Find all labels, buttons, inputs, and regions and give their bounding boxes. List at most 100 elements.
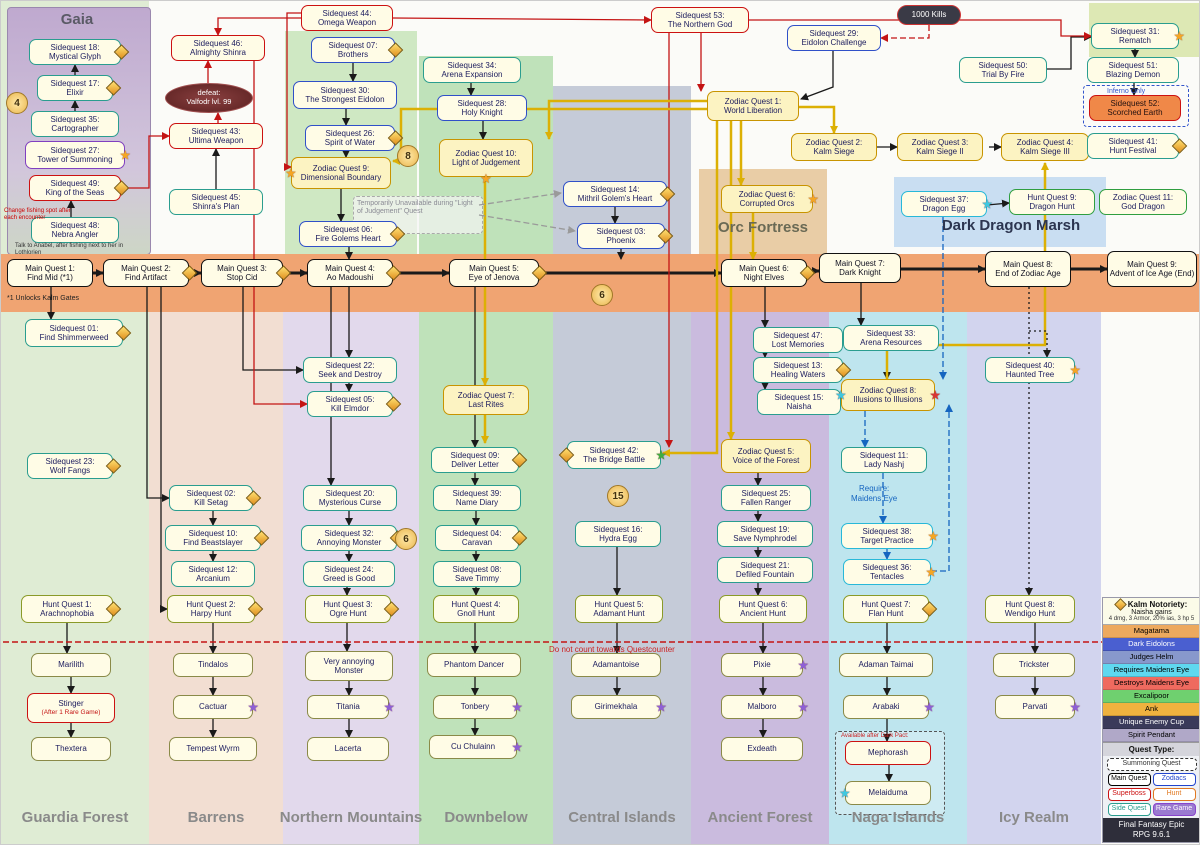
sidequest-37[interactable]: Sidequest 37:Dragon Egg★	[901, 191, 993, 217]
sidequest-16[interactable]: Sidequest 16:Hydra Egg	[575, 521, 661, 547]
sidequest-05[interactable]: Sidequest 05:Kill Elmdor	[307, 391, 402, 417]
monster-phantom-dancer[interactable]: Phantom Dancer	[427, 653, 521, 677]
monster-mephorash[interactable]: Mephorash	[845, 741, 931, 765]
sidequest-53[interactable]: Sidequest 53:The Northern God	[651, 7, 749, 33]
sidequest-46[interactable]: Sidequest 46:Almighty Shinra	[171, 35, 265, 61]
hunt-quest-9[interactable]: Hunt Quest 9:Dragon Hunt	[1009, 189, 1095, 215]
sidequest-04[interactable]: Sidequest 04:Caravan	[435, 525, 528, 551]
zodiac-quest-3[interactable]: Zodiac Quest 3:Kalm Siege II	[897, 133, 983, 161]
zodiac-quest-11[interactable]: Zodiac Quest 11:God Dragon	[1099, 189, 1187, 215]
sidequest-20[interactable]: Sidequest 20:Mysterious Curse	[303, 485, 397, 511]
monster-thextera[interactable]: Thextera	[31, 737, 111, 761]
sidequest-33[interactable]: Sidequest 33:Arena Resources	[843, 325, 939, 351]
monster-exdeath[interactable]: Exdeath	[721, 737, 803, 761]
zodiac-quest-9[interactable]: Zodiac Quest 9:Dimensional Boundary★	[285, 157, 391, 189]
monster-melaiduma[interactable]: Melaiduma★	[839, 781, 931, 805]
main-quest-9[interactable]: Main Quest 9:Advent of Ice Age (End)	[1107, 251, 1197, 287]
sidequest-44[interactable]: Sidequest 44:Omega Weapon	[301, 5, 393, 31]
hunt-quest-8[interactable]: Hunt Quest 8:Wendigo Hunt	[985, 595, 1075, 623]
sidequest-27[interactable]: Sidequest 27:Tower of Summoning★	[25, 141, 131, 169]
monster-parvati[interactable]: Parvati★	[995, 695, 1081, 719]
zodiac-quest-7[interactable]: Zodiac Quest 7:Last Rites	[443, 385, 529, 415]
zodiac-quest-2[interactable]: Zodiac Quest 2:Kalm Siege	[791, 133, 877, 161]
sidequest-34[interactable]: Sidequest 34:Arena Expansion	[423, 57, 521, 83]
monster-pixie[interactable]: Pixie★	[721, 653, 809, 677]
sidequest-17[interactable]: Sidequest 17:Elixir	[37, 75, 122, 101]
sidequest-08[interactable]: Sidequest 08:Save Timmy	[433, 561, 521, 587]
sidequest-22[interactable]: Sidequest 22:Seek and Destroy	[303, 357, 397, 383]
sidequest-01[interactable]: Sidequest 01:Find Shimmerweed	[25, 319, 132, 347]
sidequest-51[interactable]: Sidequest 51:Blazing Demon	[1087, 57, 1179, 83]
sidequest-29[interactable]: Sidequest 29:Eidolon Challenge	[787, 25, 881, 51]
zodiac-quest-6[interactable]: Zodiac Quest 6:Corrupted Orcs★	[721, 185, 819, 213]
main-quest-1[interactable]: Main Quest 1:Find Mid (*1)	[7, 259, 93, 287]
hunt-quest-7[interactable]: Hunt Quest 7:Flan Hunt	[843, 595, 938, 623]
main-quest-2[interactable]: Main Quest 2:Find Artifact	[103, 259, 198, 287]
main-quest-8[interactable]: Main Quest 8:End of Zodiac Age	[985, 251, 1071, 287]
sidequest-10[interactable]: Sidequest 10:Find Beastslayer	[165, 525, 270, 551]
hunt-quest-5[interactable]: Hunt Quest 5:Adamant Hunt	[575, 595, 663, 623]
sidequest-42[interactable]: Sidequest 42:The Bridge Battle★	[558, 441, 667, 469]
sidequest-03[interactable]: Sidequest 03:Phoenix	[577, 223, 674, 249]
zodiac-quest-1[interactable]: Zodiac Quest 1:World Liberation	[707, 91, 799, 121]
monster-malboro[interactable]: Malboro★	[721, 695, 809, 719]
main-quest-4[interactable]: Main Quest 4:Ao Madoushi	[307, 259, 402, 287]
monster-stinger[interactable]: Stinger(After 1 Rare Game)	[27, 693, 115, 723]
sidequest-12[interactable]: Sidequest 12:Arcanium	[171, 561, 255, 587]
sidequest-02[interactable]: Sidequest 02:Kill Setag	[169, 485, 262, 511]
monster-tindalos[interactable]: Tindalos	[173, 653, 253, 677]
sidequest-31[interactable]: Sidequest 31:Rematch★	[1091, 23, 1185, 49]
sidequest-09[interactable]: Sidequest 09:Deliver Letter	[431, 447, 528, 473]
sidequest-49[interactable]: Sidequest 49:King of the Seas	[29, 175, 130, 201]
sidequest-32[interactable]: Sidequest 32:Annoying Monster	[301, 525, 406, 551]
monster-titania[interactable]: Titania★	[307, 695, 395, 719]
hunt-quest-2[interactable]: Hunt Quest 2:Harpy Hunt	[167, 595, 264, 623]
sidequest-25[interactable]: Sidequest 25:Fallen Ranger	[721, 485, 811, 511]
sidequest-13[interactable]: Sidequest 13:Healing Waters	[753, 357, 852, 383]
hunt-quest-4[interactable]: Hunt Quest 4:Gnoll Hunt	[433, 595, 519, 623]
sidequest-24[interactable]: Sidequest 24:Greed is Good	[303, 561, 395, 587]
zodiac-quest-4[interactable]: Zodiac Quest 4:Kalm Siege III	[1001, 133, 1089, 161]
kills-1000[interactable]: 1000 Kills	[897, 5, 961, 25]
hunt-quest-3[interactable]: Hunt Quest 3:Ogre Hunt	[305, 595, 400, 623]
zodiac-quest-10[interactable]: Zodiac Quest 10:Light of Judgement★	[439, 139, 533, 185]
sidequest-36[interactable]: Sidequest 36:Tentacles★	[843, 559, 937, 585]
monster-tempest-wyrm[interactable]: Tempest Wyrm	[169, 737, 257, 761]
monster-cu-chulainn[interactable]: Cu Chulainn★	[429, 735, 523, 759]
sidequest-11[interactable]: Sidequest 11:Lady Nashj	[841, 447, 927, 473]
sidequest-30[interactable]: Sidequest 30:The Strongest Eidolon	[293, 81, 397, 109]
main-quest-6[interactable]: Main Quest 6:Night Elves	[721, 259, 816, 287]
zodiac-quest-5[interactable]: Zodiac Quest 5:Voice of the Forest	[721, 439, 811, 473]
main-quest-7[interactable]: Main Quest 7:Dark Knight	[819, 253, 901, 283]
sidequest-50[interactable]: Sidequest 50:Trial By Fire	[959, 57, 1047, 83]
sidequest-15[interactable]: Sidequest 15:Naisha	[757, 389, 841, 415]
main-quest-5[interactable]: Main Quest 5:Eye of Jenova	[449, 259, 548, 287]
sidequest-26[interactable]: Sidequest 26:Spirit of Water	[305, 125, 404, 151]
main-quest-3[interactable]: Main Quest 3:Stop Cid	[201, 259, 292, 287]
sidequest-07[interactable]: Sidequest 07:Brothers	[311, 37, 404, 63]
sidequest-39[interactable]: Sidequest 39:Name Diary	[433, 485, 521, 511]
sidequest-19[interactable]: Sidequest 19:Save Nymphrodel	[717, 521, 813, 547]
monster-cactuar[interactable]: Cactuar★	[173, 695, 259, 719]
hunt-quest-6[interactable]: Hunt Quest 6:Ancient Hunt	[719, 595, 807, 623]
monster-arabaki[interactable]: Arabaki★	[843, 695, 935, 719]
monster-trickster[interactable]: Trickster	[993, 653, 1075, 677]
monster-girimekhala[interactable]: Girimekhala★	[571, 695, 667, 719]
hunt-quest-1[interactable]: Hunt Quest 1:Arachnophobia	[21, 595, 122, 623]
sidequest-18[interactable]: Sidequest 18:Mystical Glyph	[29, 39, 130, 65]
defeat-valfodr[interactable]: defeat:Valfodr lvl. 99	[165, 83, 253, 113]
sidequest-14[interactable]: Sidequest 14:Mithril Golem's Heart	[563, 181, 676, 207]
sidequest-23[interactable]: Sidequest 23:Wolf Fangs	[27, 453, 122, 479]
monster-tonbery[interactable]: Tonbery★	[433, 695, 523, 719]
sidequest-41[interactable]: Sidequest 41:Hunt Festival	[1087, 133, 1188, 159]
sidequest-45[interactable]: Sidequest 45:Shinra's Plan	[169, 189, 263, 215]
sidequest-06[interactable]: Sidequest 06:Fire Golems Heart	[299, 221, 406, 247]
monster-adamantoise[interactable]: Adamantoise	[571, 653, 661, 677]
sidequest-21[interactable]: Sidequest 21:Defiled Fountain	[717, 557, 813, 583]
sidequest-48[interactable]: Sidequest 48:Nebra Angler	[31, 217, 119, 243]
sidequest-40[interactable]: Sidequest 40:Haunted Tree★	[985, 357, 1081, 383]
zodiac-quest-8[interactable]: Zodiac Quest 8:Illusions to Illusions★★	[835, 379, 941, 411]
sidequest-47[interactable]: Sidequest 47:Lost Memories	[753, 327, 843, 353]
sidequest-35[interactable]: Sidequest 35:Cartographer	[31, 111, 119, 137]
sidequest-52[interactable]: Sidequest 52:Scorched Earth	[1089, 95, 1181, 121]
